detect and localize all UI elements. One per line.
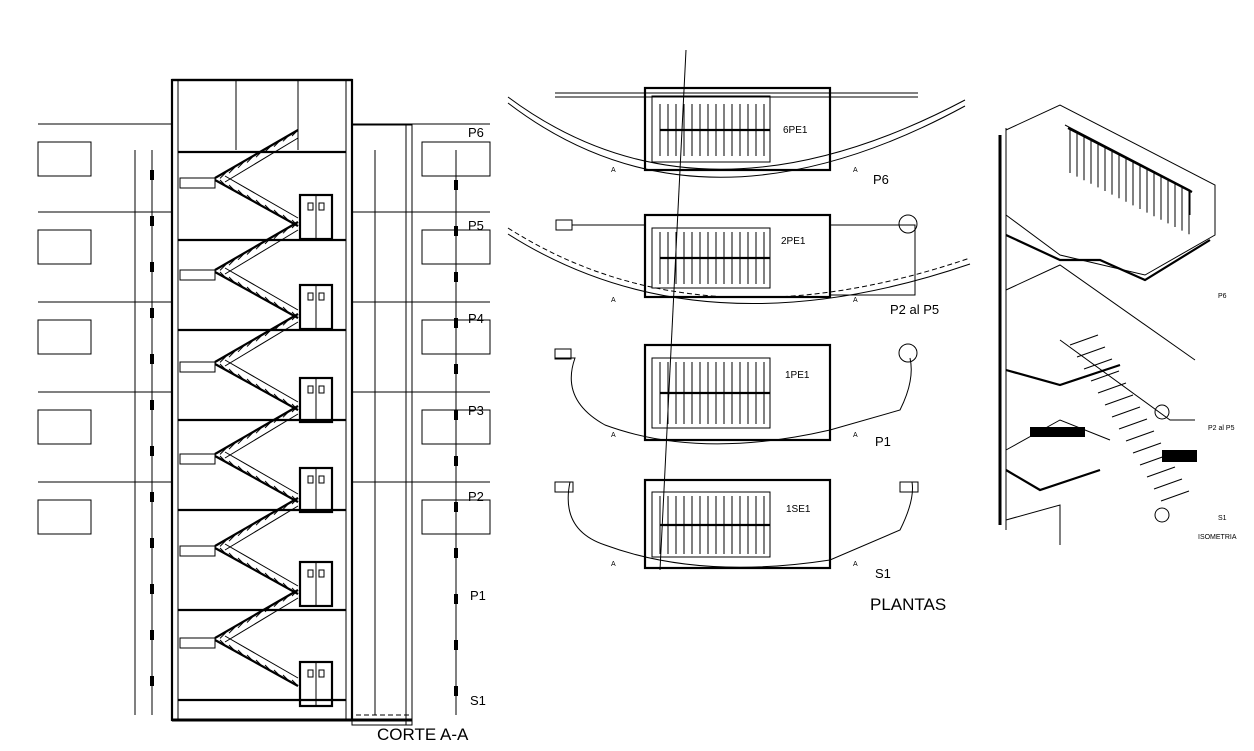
- isometric-view: P6 P2 al P5 S1 ISOMETRIA: [998, 104, 1237, 545]
- isometric-railing: [1067, 127, 1193, 235]
- section-mark: A: [611, 432, 616, 439]
- plan-p6: 6PE1 P6 A A: [507, 86, 966, 187]
- plan-floor-label: P6: [873, 172, 889, 187]
- plans-title: PLANTAS: [870, 595, 946, 614]
- section-floor-label: P4: [468, 311, 484, 326]
- isometric-title: ISOMETRIA: [1198, 534, 1237, 541]
- right-column: [351, 124, 413, 726]
- section-floor-label: P1: [470, 588, 486, 603]
- section-floor-label: P2: [468, 489, 484, 504]
- plan-code: 6PE1: [783, 125, 808, 136]
- section-mark: A: [611, 167, 616, 174]
- floor-slabs: [37, 123, 491, 702]
- dimension-lines: [134, 150, 458, 715]
- plans-view: 6PE1 P6 A A 2PE1 P2 al P5 A A 1: [507, 49, 971, 614]
- section-floor-label: P6: [468, 125, 484, 140]
- section-mark: A: [853, 561, 858, 568]
- section-view: P6 P5 P4 P3 P2 P1 S1 CORTE A-A: [37, 78, 491, 744]
- iso-label: P2 al P5: [1208, 425, 1235, 432]
- section-floor-label: S1: [470, 693, 486, 708]
- iso-label: P6: [1218, 293, 1227, 300]
- section-mark: A: [611, 561, 616, 568]
- doors: [298, 193, 334, 708]
- plan-code: 1PE1: [785, 370, 810, 381]
- iso-label: S1: [1218, 515, 1227, 522]
- section-mark: A: [611, 297, 616, 304]
- stair-shaft-outline: [170, 78, 354, 722]
- section-mark: A: [853, 432, 858, 439]
- stair-flights: [179, 129, 299, 687]
- section-floor-label: P5: [468, 218, 484, 233]
- plan-floor-label: P2 al P5: [890, 302, 939, 317]
- plan-code: 1SE1: [786, 504, 811, 515]
- section-cut-line: [659, 49, 687, 571]
- plan-code: 2PE1: [781, 236, 806, 247]
- section-title: CORTE A-A: [377, 725, 469, 744]
- section-mark: A: [853, 297, 858, 304]
- plan-p1: 1PE1 P1 A A: [554, 343, 918, 449]
- plan-p2-p5: 2PE1 P2 al P5 A A: [507, 213, 971, 317]
- section-mark: A: [853, 167, 858, 174]
- section-floor-label: P3: [468, 403, 484, 418]
- plan-s1: 1SE1 S1 A A: [554, 478, 919, 581]
- plan-floor-label: S1: [875, 566, 891, 581]
- plan-floor-label: P1: [875, 434, 891, 449]
